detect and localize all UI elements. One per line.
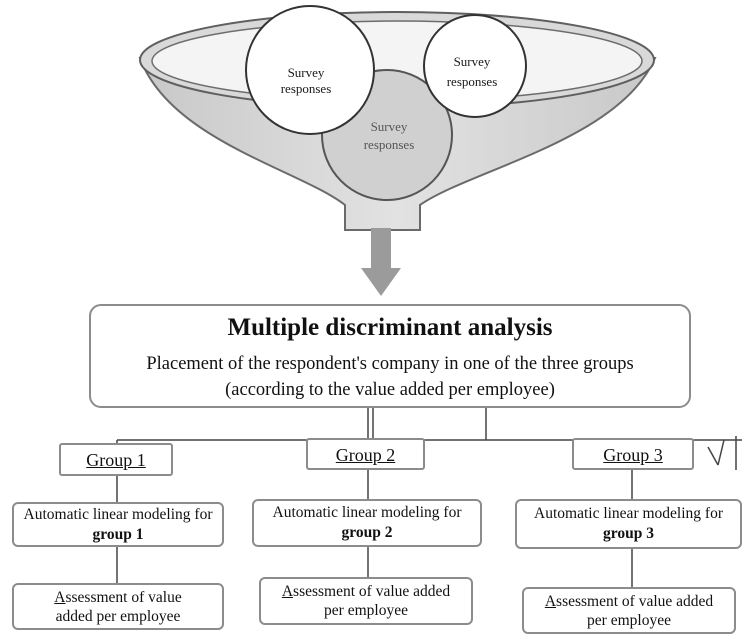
group-1-assessment-initial: A <box>54 588 66 606</box>
group-2-box: Group 2 <box>306 438 425 470</box>
group-1-box: Group 1 <box>59 443 173 476</box>
group-1-label: Group 1 <box>86 450 146 470</box>
survey-circle-1-line2: responses <box>281 81 332 96</box>
survey-circle-3-line1: Survey <box>371 119 408 134</box>
group-1-model-text: Automatic linear modeling for <box>23 505 213 523</box>
group-2-model-bold: group 2 <box>341 524 393 541</box>
down-arrow-icon <box>361 228 401 296</box>
group-3-assessment-box: Assessment of value added per employee <box>522 587 736 634</box>
analysis-description: Placement of the respondent's company in… <box>146 354 634 400</box>
group-2-model-box: Automatic linear modeling for group 2 <box>252 499 482 547</box>
connector-lines <box>116 408 742 588</box>
group-3-assessment-text: ssessment of value added per employee <box>556 592 714 629</box>
group-1-model-bold: group 1 <box>92 525 144 543</box>
survey-circle-1-line1: Survey <box>288 65 325 80</box>
analysis-title: Multiple discriminant analysis <box>227 314 553 341</box>
survey-circle-3-line2: responses <box>364 137 415 152</box>
group-2-assessment-initial: A <box>281 583 294 600</box>
group-2-assessment-text: ssessment of value added per employee <box>293 583 451 619</box>
survey-circle-1 <box>245 5 375 135</box>
group-1-assessment-text: ssessment of value added per employee <box>55 588 182 625</box>
group-3-label: Group 3 <box>603 445 663 465</box>
group-1-model-box: Automatic linear modeling for group 1 <box>12 502 224 547</box>
survey-circle-2-line2: responses <box>447 74 498 89</box>
group-3-assessment-initial: A <box>544 592 557 610</box>
group-2-assessment-box: Assessment of value added per employee <box>259 577 473 625</box>
group-3-box: Group 3 <box>572 438 694 470</box>
survey-circle-2 <box>423 14 527 118</box>
group-2-model-text: Automatic linear modeling for <box>272 504 462 521</box>
group-3-model-box: Automatic linear modeling for group 3 <box>515 499 742 549</box>
group-3-model-bold: group 3 <box>603 525 654 542</box>
group-3-model-text: Automatic linear modeling for <box>534 505 723 522</box>
group-2-label: Group 2 <box>335 445 396 465</box>
survey-circle-2-line1: Survey <box>454 54 491 69</box>
analysis-box: Multiple discriminant analysis Placement… <box>89 304 691 408</box>
group-1-assessment-box: Assessment of value added per employee <box>12 583 224 630</box>
